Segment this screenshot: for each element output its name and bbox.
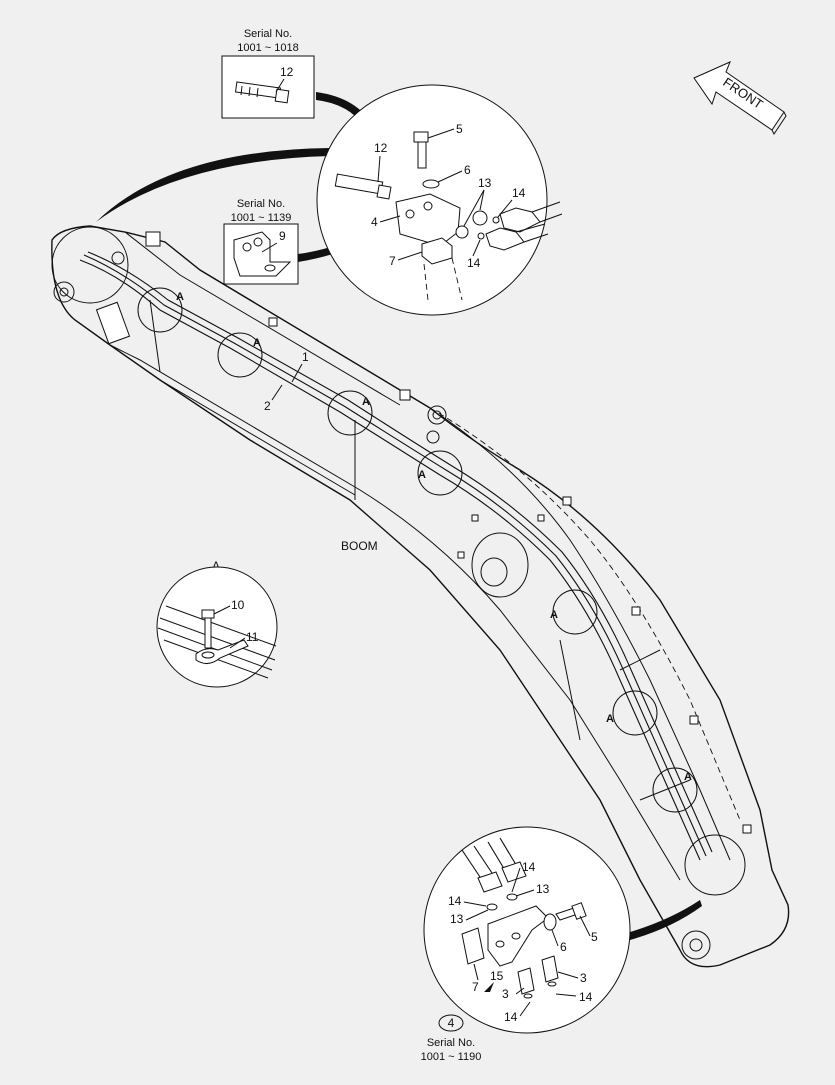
bracket-part-9 <box>233 231 292 277</box>
detail-circle <box>652 767 698 813</box>
boom-label: BOOM <box>341 539 378 553</box>
detail-marker-label: A <box>418 469 426 481</box>
part-label-1: 1 <box>302 350 309 364</box>
detail-circle <box>612 690 658 736</box>
detail-a-title: A <box>212 559 220 573</box>
part-label-14: 14 <box>467 256 481 270</box>
detail-marker-label: A <box>362 396 370 408</box>
detail-marker-label: A <box>550 609 558 621</box>
serial-range: 1001 ~ 1190 <box>421 1051 482 1063</box>
part-label-13: 13 <box>478 176 492 190</box>
detail-circle <box>217 332 263 378</box>
detail-circle <box>327 390 373 436</box>
detail-marker-label: A <box>684 771 692 783</box>
part-label-5: 5 <box>456 122 463 136</box>
detail-circle <box>552 589 598 635</box>
part-label-14: 14 <box>512 186 526 200</box>
detail-circle <box>51 226 129 304</box>
part-label-10: 10 <box>231 598 245 612</box>
part-label-7: 7 <box>389 254 396 268</box>
front-direction-arrow: FRONT <box>693 61 787 135</box>
detail-marker-label: A <box>253 337 261 349</box>
part-label-13: 13 <box>536 882 550 896</box>
part-label-4: 4 <box>371 215 378 229</box>
top-detail-view: 12 5 6 13 14 4 7 14 <box>316 84 563 316</box>
part-label-3: 3 <box>580 971 587 985</box>
part-label-14: 14 <box>579 990 593 1004</box>
part-label-6: 6 <box>560 940 567 954</box>
part-label-3: 3 <box>502 987 509 1001</box>
serial-box-top: Serial No. 1001 ~ 1018 12 <box>221 28 315 119</box>
boom-body <box>51 225 790 968</box>
detail-marker-label: A <box>606 713 614 725</box>
part-label-9: 9 <box>279 229 286 243</box>
bottom-detail-view: 14 13 14 13 5 6 3 15 7 3 14 14 <box>423 826 631 1034</box>
detail-a-markers: A A A A A A A <box>51 226 746 896</box>
serial-title: Serial No. <box>237 198 285 210</box>
detail-circle <box>684 834 746 896</box>
part-label-14: 14 <box>448 894 462 908</box>
part-label-6: 6 <box>464 163 471 177</box>
serial-box-mid: Serial No. 1001 ~ 1139 9 <box>223 198 299 285</box>
serial-title: Serial No. <box>427 1037 475 1049</box>
pin-part-12 <box>234 81 290 104</box>
part-label-7: 7 <box>472 980 479 994</box>
serial-range: 1001 ~ 1139 <box>231 212 292 224</box>
part-label-11: 11 <box>246 630 259 644</box>
serial-title: Serial No. <box>244 28 292 40</box>
serial-note-bottom: 4 Serial No. 1001 ~ 1190 <box>421 1014 482 1063</box>
part-label-14: 14 <box>522 860 536 874</box>
part-label-14: 14 <box>504 1010 518 1024</box>
boom-part-labels: 1 2 BOOM <box>264 350 378 553</box>
detail-circle <box>137 287 183 333</box>
part-label-13: 13 <box>450 912 464 926</box>
detail-circle <box>417 450 463 496</box>
serial-ref-number: 4 <box>448 1016 455 1030</box>
serial-range: 1001 ~ 1018 <box>237 42 298 54</box>
part-label-15: 15 <box>490 969 504 983</box>
part-label-12: 12 <box>280 65 294 79</box>
part-label-2: 2 <box>264 399 271 413</box>
detail-marker-label: A <box>176 291 184 303</box>
part-label-5: 5 <box>591 930 598 944</box>
detail-a-view: A 10 11 <box>156 559 278 688</box>
part-label-12: 12 <box>374 141 388 155</box>
